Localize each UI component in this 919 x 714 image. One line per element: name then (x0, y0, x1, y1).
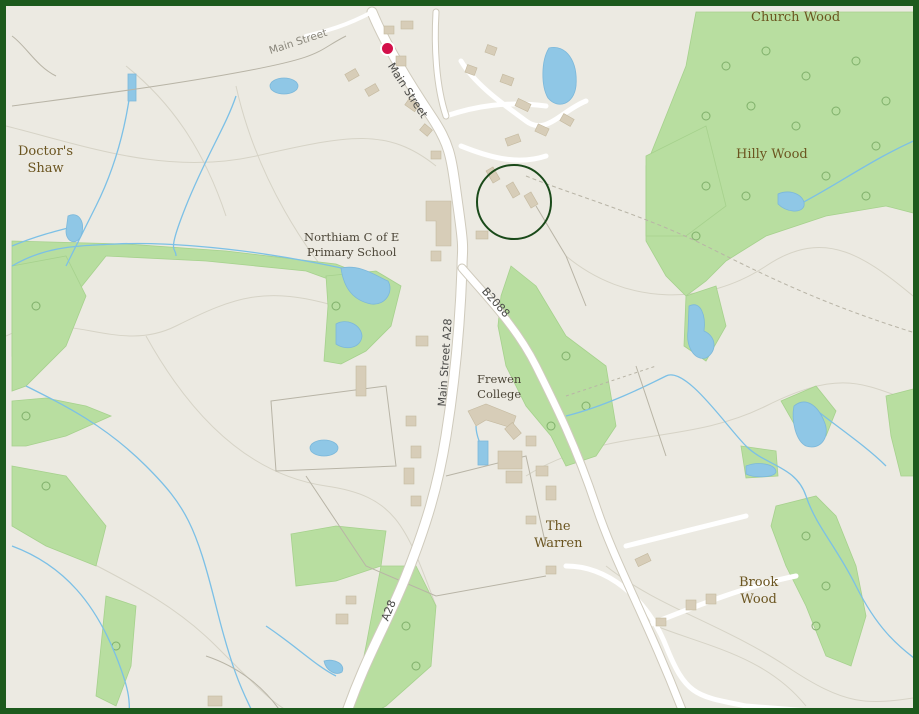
label-brook-wood: Brook Wood (739, 575, 779, 607)
lake-mid-east (687, 304, 715, 359)
pond-hilly (777, 191, 805, 212)
woodland-east-river (885, 388, 913, 477)
pond-school-2 (335, 321, 363, 349)
water-bodies (65, 47, 827, 674)
label-northiam-school: Northiam C of E Primary School (304, 230, 400, 259)
woodland-brook-wood (770, 495, 867, 667)
map-canvas[interactable] (6, 6, 919, 714)
pond-south (323, 659, 344, 674)
woodland-church-wood-strip (645, 125, 727, 237)
woodland-south-c (95, 595, 137, 707)
woodland-frewen (497, 265, 617, 467)
streams (11, 85, 913, 708)
woodland-west-strip (11, 255, 87, 392)
lake-north (542, 47, 577, 105)
label-doctors-shaw: Doctor's Shaw (18, 144, 74, 176)
buildings (207, 20, 717, 707)
location-pin-icon[interactable] (380, 41, 395, 56)
label-the-warren: The Warren (534, 519, 583, 551)
pond-doctors-shaw (65, 214, 83, 243)
woodland-hilly-wood (645, 11, 913, 297)
highlight-circle (476, 164, 552, 240)
pond-east-small (745, 463, 777, 478)
pond-main-street (269, 77, 299, 95)
pond-school-1 (340, 266, 391, 305)
pool-frewen (477, 440, 489, 466)
label-hilly-wood: Hilly Wood (736, 147, 808, 162)
primary-roads (304, 6, 687, 708)
woodland-west-3 (11, 465, 107, 567)
label-church-wood: Church Wood (751, 10, 841, 25)
lake-east (792, 401, 827, 448)
contour-lines (6, 65, 913, 708)
pond-nw (127, 73, 137, 102)
pond-west-lower (309, 439, 339, 457)
woodland-areas (11, 11, 913, 708)
label-frewen-college: Frewen College (477, 372, 522, 401)
